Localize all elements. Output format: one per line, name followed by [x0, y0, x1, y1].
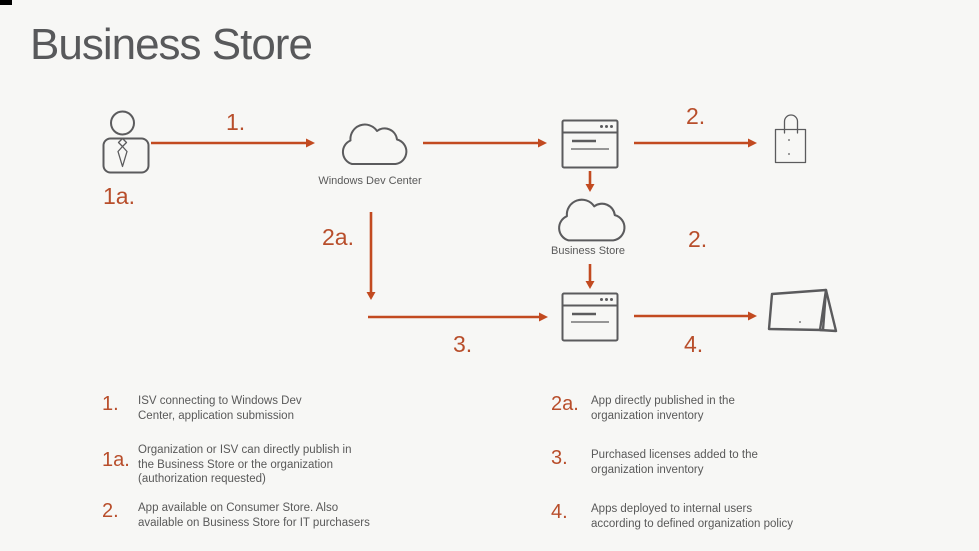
legend-number: 2a. — [551, 393, 579, 415]
legend-item-2a: 2a. App directly published in the organi… — [551, 392, 861, 423]
flow-step-3: 3. — [453, 331, 473, 357]
legend-number: 1a. — [102, 449, 130, 471]
legend-item-1: 1. ISV connecting to Windows Dev Center,… — [102, 392, 408, 423]
arrow-actor-to-devcenter — [151, 138, 315, 148]
flow-step-2-mid: 2. — [688, 226, 708, 252]
legend-text: App directly published in the organizati… — [591, 395, 735, 422]
legend-text: Apps deployed to internal users accordin… — [591, 503, 794, 530]
legend-text: Organization or ISV can directly publish… — [138, 444, 352, 485]
corner-artifact — [0, 0, 12, 5]
legend-text: ISV connecting to Windows Dev Center, ap… — [138, 395, 302, 422]
arrow-window-to-bag — [634, 138, 757, 148]
cloud-icon — [558, 198, 626, 242]
legend-number: 3. — [551, 447, 568, 469]
flow-step-1a: 1a. — [103, 183, 135, 209]
flow-step-4: 4. — [684, 331, 704, 357]
arrow-3-to-inventory — [368, 312, 548, 322]
flow-step-2a: 2a. — [322, 224, 354, 250]
legend-item-2: 2. App available on Consumer Store. Also… — [102, 499, 408, 530]
cloud-icon — [341, 123, 408, 165]
display-tent-icon — [767, 288, 838, 333]
legend-text: App available on Consumer Store. Also av… — [138, 502, 370, 529]
browser-window-icon — [561, 292, 619, 342]
shopping-bag-icon — [774, 114, 807, 164]
arrow-inventory-to-deployment — [634, 311, 757, 321]
arrow-devcenter-to-window — [423, 138, 547, 148]
legend-number: 4. — [551, 501, 568, 523]
legend-item-4: 4. Apps deployed to internal users accor… — [551, 500, 861, 531]
legend-number: 1. — [102, 393, 119, 415]
arrow-2a-down — [366, 212, 376, 300]
legend-number: 2. — [102, 500, 119, 522]
flow-step-1: 1. — [226, 109, 246, 135]
legend-item-3: 3. Purchased licenses added to the organ… — [551, 446, 861, 477]
arrow-businessstore-to-inventory — [585, 264, 595, 289]
page-title: Business Store — [30, 20, 313, 69]
legend-text: Purchased licenses added to the organiza… — [591, 449, 758, 476]
flow-step-2-top: 2. — [686, 103, 706, 129]
browser-window-icon — [561, 119, 619, 169]
arrow-window-to-businessstore — [585, 171, 595, 192]
legend-item-1a: 1a. Organization or ISV can directly pub… — [102, 441, 408, 487]
business-store-label: Business Store — [551, 245, 625, 257]
dev-center-label: Windows Dev Center — [318, 175, 422, 187]
person-icon — [102, 110, 150, 174]
